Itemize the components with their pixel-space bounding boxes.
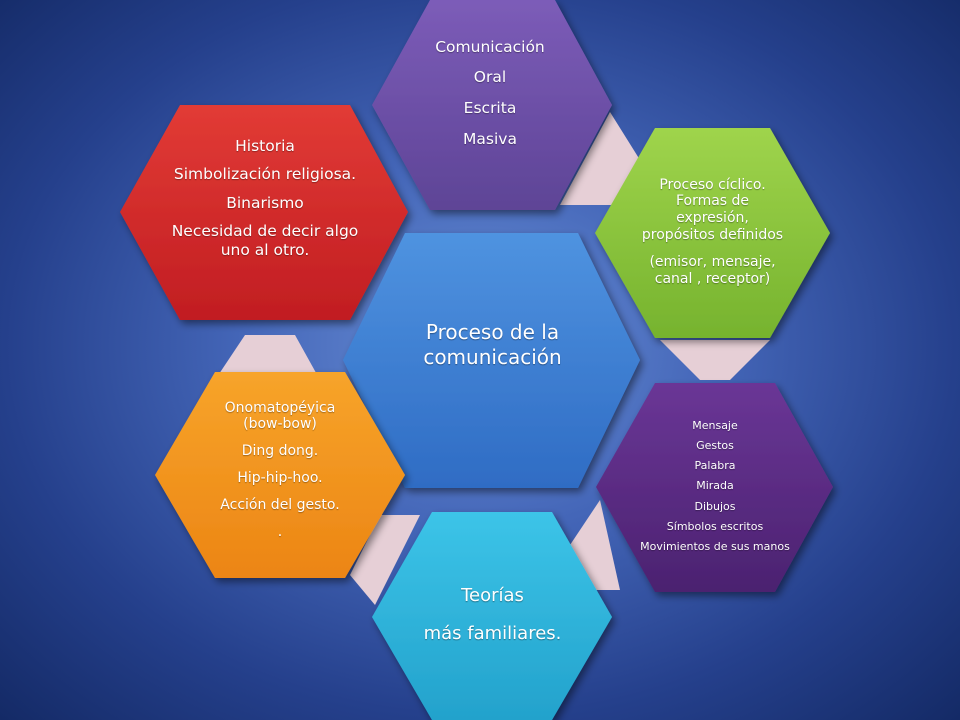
hexagon-right-bottom-text: Mensaje Gestos Palabra Mirada Dibujos Sí… [625,408,805,564]
left-top-line: uno al otro. [220,240,310,259]
left-bottom-line: Hip-hip-hoo. [237,470,323,486]
left-top-line: Simbolización religiosa. [173,165,357,184]
bottom-line: más familiares. [423,623,562,644]
left-bottom-line: . [277,523,283,540]
right-bottom-line: Palabra [694,459,736,473]
hexagon-left-bottom-text: Onomatopéyica (bow-bow) Ding dong. Hip-h… [180,385,380,555]
hexagon-bottom [372,512,612,720]
top-line: Comunicación [435,37,545,56]
hexagon-left-bottom [155,372,405,578]
right-bottom-line: Dibujos [694,499,736,513]
right-top-line: expresión, [676,210,749,227]
left-top-line: Binarismo [226,193,304,212]
hexagon-top [372,0,612,210]
right-bottom-line: Símbolos escritos [666,519,764,533]
hexagon-center-text: Proceso de la comunicación [370,300,615,390]
hexagon-top-text: Comunicación Oral Escrita Masiva [405,28,575,158]
left-bottom-line: Ding dong. [241,443,319,460]
hexagon-left-top-text: Historia Simbolización religiosa. Binari… [140,118,390,278]
left-top-line: Historia [235,136,295,155]
connectors [215,112,770,605]
right-top-line: (emisor, mensaje, [649,253,776,270]
right-bottom-line: Movimientos de sus manos [640,539,790,553]
connector-left [215,335,320,380]
top-line: Oral [473,68,507,87]
connector-right [660,340,770,380]
top-line: Escrita [463,99,517,117]
center-line: comunicación [423,345,562,369]
connector-bottom-left [350,515,420,605]
hexagons [120,0,833,720]
connector-top-right [560,112,640,205]
hexagon-right-bottom [596,383,833,592]
right-bottom-line: Gestos [696,439,734,453]
right-top-line: canal , receptor) [654,270,771,287]
right-top-line: Proceso cíclico. [659,176,766,193]
left-bottom-line: (bow-bow) [243,416,317,433]
hexagon-bottom-text: Teorías más familiares. [400,575,585,655]
right-top-line: Formas de [675,193,750,210]
right-bottom-line: Mirada [696,479,734,493]
hexagon-left-top [120,105,408,320]
left-bottom-line: Onomatopéyica [224,399,336,416]
left-top-line: Necesidad de decir algo [171,222,359,241]
right-top-line: propósitos definidos [641,227,784,243]
bottom-line: Teorías [461,585,524,607]
right-bottom-line: Mensaje [692,418,738,432]
hexagon-right-top-text: Proceso cíclico. Formas de expresión, pr… [615,162,810,302]
left-bottom-line: Acción del gesto. [220,496,340,513]
hexagon-right-top [595,128,830,338]
hexagon-center [343,233,640,488]
center-line: Proceso de la [425,320,560,344]
top-line: Masiva [463,129,517,148]
